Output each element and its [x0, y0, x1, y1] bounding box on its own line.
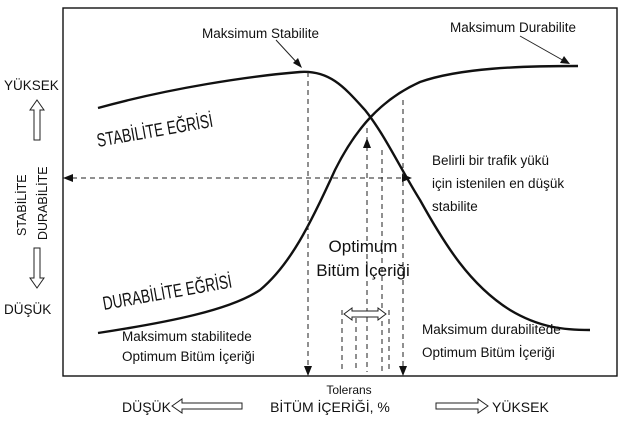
- x-axis-low-label: DÜŞÜK: [122, 398, 172, 415]
- max-durability-dropline-arrowhead: [399, 366, 407, 376]
- optimum-label-1: Optimum: [329, 237, 398, 256]
- plot-frame: [62, 7, 618, 377]
- optimum-at-stab-label-1: Maksimum stabilitede: [122, 329, 252, 344]
- x-axis-high-label: YÜKSEK: [492, 398, 549, 415]
- min-stability-right-arrowhead: [402, 174, 412, 182]
- optimum-label-2: Bitüm İçeriği: [316, 261, 410, 280]
- x-axis-right-arrow: [435, 398, 489, 414]
- max-durability-label: Maksimum Durabilite: [450, 20, 576, 35]
- stability-curve: [97, 70, 591, 332]
- max-durability-pointer: [519, 35, 567, 63]
- min-stability-left-arrowhead: [63, 174, 73, 182]
- optimum-at-dur-label-2: Optimum Bitüm İçeriği: [422, 345, 555, 360]
- min-stability-label-2: için istenilen en düşük: [432, 176, 564, 191]
- stability-curve-title: STABİLİTE EĞRİSİ: [95, 110, 215, 152]
- y-axis-durability-title: DURABİLİTE: [36, 166, 50, 240]
- max-stability-dropline-arrowhead: [304, 366, 312, 376]
- max-stability-label: Maksimum Stabilite: [202, 26, 319, 41]
- min-stability-label-1: Belirli bir trafik yükü: [432, 153, 549, 168]
- y-axis-high-label: YÜKSEK: [4, 78, 59, 93]
- y-axis-up-arrow: [29, 99, 45, 141]
- y-axis-down-arrow: [29, 247, 45, 289]
- x-axis-title: BİTÜM İÇERİĞİ, %: [270, 398, 390, 415]
- tolerance-label: Tolerans: [326, 383, 371, 397]
- durability-curve: [97, 64, 579, 335]
- optimum-at-dur-label-1: Maksimum durabilitede: [422, 322, 561, 337]
- x-axis-left-arrow: [171, 398, 243, 414]
- y-axis-stability-title: STABİLİTE: [15, 174, 29, 236]
- optimum-at-stab-label-2: Optimum Bitüm İçeriği: [122, 349, 255, 364]
- tolerance-double-arrow: [343, 307, 387, 321]
- y-axis-low-label: DÜŞÜK: [4, 302, 51, 317]
- optimum-arrowhead: [363, 138, 371, 148]
- min-stability-label-3: stabilite: [432, 199, 478, 214]
- durability-curve-title: DURABİLİTE EĞRİSİ: [101, 270, 233, 314]
- max-stability-pointer-head: [293, 58, 302, 68]
- max-durability-pointer-head: [560, 56, 570, 64]
